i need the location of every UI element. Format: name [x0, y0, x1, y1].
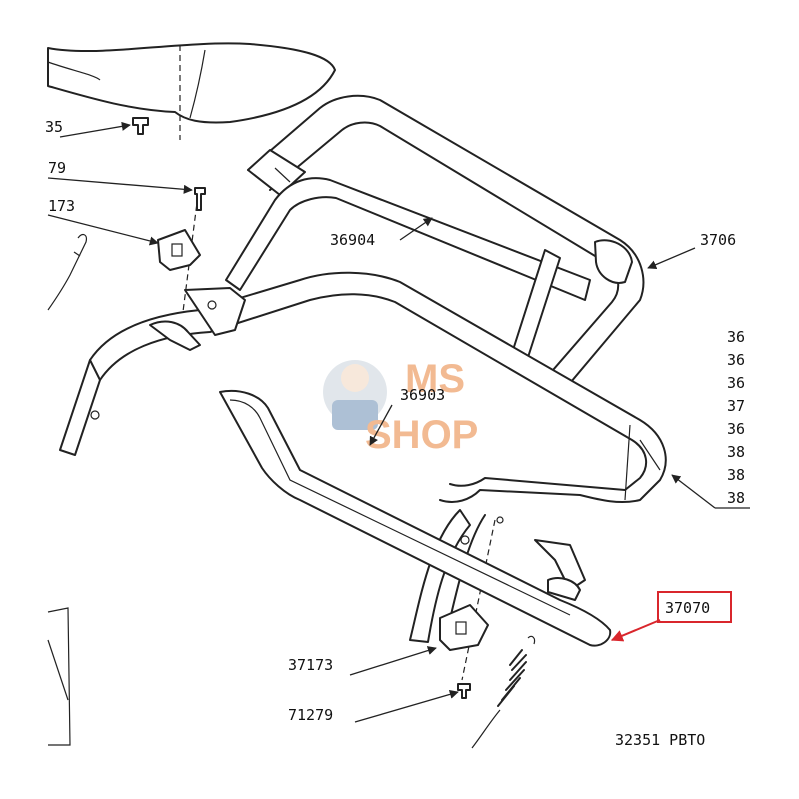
right-callout-4: 37 [727, 397, 745, 415]
leader-36903 [369, 404, 393, 446]
callout-36903: 36903 [400, 386, 445, 404]
leader-37070 [610, 619, 661, 642]
leader-71279 [354, 689, 459, 723]
right-callout-1: 36 [727, 328, 745, 346]
callout-79: 79 [48, 159, 66, 177]
callout-173-top: 173 [48, 197, 75, 215]
edge-part-left [47, 607, 71, 746]
bracket-top [157, 229, 201, 271]
watermark-text-ms: MS [405, 357, 465, 401]
leader-79 [47, 177, 193, 194]
engine-cover [47, 42, 336, 124]
callout-3706: 3706 [700, 231, 736, 249]
bracket-bottom [439, 604, 489, 651]
callout-36904: 36904 [330, 231, 375, 249]
screw-top [194, 187, 206, 211]
right-callout-7: 38 [727, 466, 745, 484]
callout-37070: 37070 [665, 599, 710, 617]
leader-36904 [399, 217, 433, 241]
screw-bottom [457, 683, 471, 699]
handle-bracket-left [149, 287, 246, 351]
leader-37173 [349, 646, 437, 676]
right-callout-3: 36 [727, 374, 745, 392]
leader-38-arrow [671, 474, 716, 509]
right-callout-6: 38 [727, 443, 745, 461]
right-callout-8: 38 [727, 489, 745, 507]
screw-35 [132, 117, 149, 135]
footer-code: 32351 PBTO [615, 731, 705, 749]
right-callout-2: 36 [727, 351, 745, 369]
cable-left [47, 233, 87, 311]
lower-handle [219, 389, 612, 647]
watermark-text-shop: SHOP [365, 413, 478, 457]
right-callout-5: 36 [727, 420, 745, 438]
leader-35 [59, 121, 131, 138]
spring-cable [471, 635, 536, 749]
callout-37173: 37173 [288, 656, 333, 674]
guide-line-lower-bracket [461, 519, 496, 681]
leader-3706 [647, 247, 696, 269]
leader-173-top [47, 214, 159, 246]
callout-35: 35 [45, 118, 63, 136]
callout-71279: 71279 [288, 706, 333, 724]
highlight-box-37070 [657, 591, 732, 623]
